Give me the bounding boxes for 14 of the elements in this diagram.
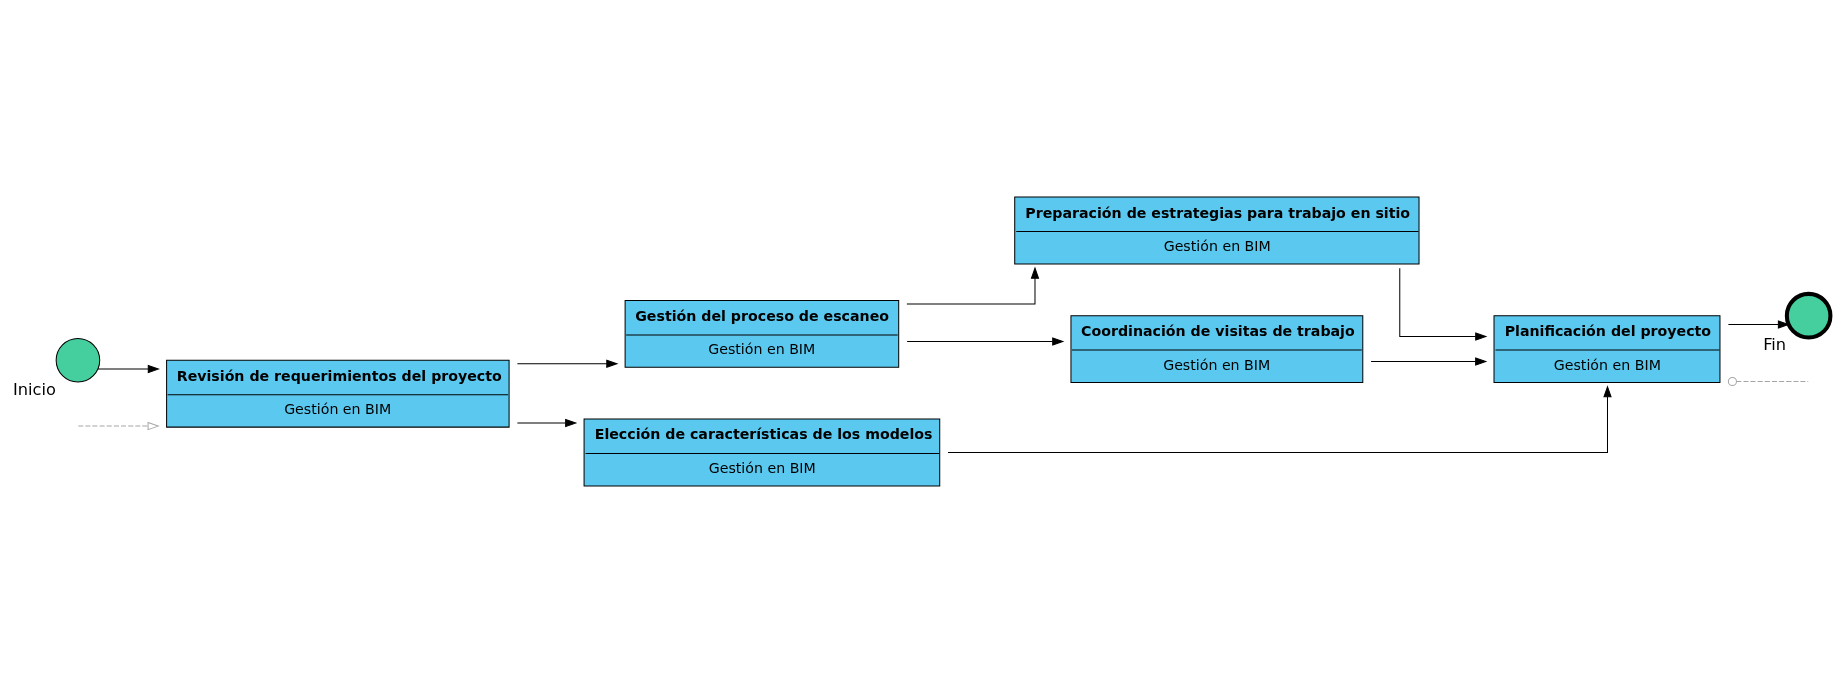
arrow xyxy=(97,364,160,373)
arrow xyxy=(516,359,619,368)
node-circle xyxy=(1784,291,1833,339)
node-circle xyxy=(55,337,101,383)
arrow xyxy=(516,418,578,427)
node-label: Fin xyxy=(1763,334,1787,354)
arrow xyxy=(1399,267,1488,341)
arrow xyxy=(1370,356,1488,366)
arrow xyxy=(77,421,160,430)
arrow xyxy=(906,266,1040,304)
node-label: Inicio xyxy=(12,379,56,399)
connector xyxy=(1735,380,1809,382)
arrow xyxy=(906,336,1065,346)
arrow xyxy=(947,384,1612,453)
